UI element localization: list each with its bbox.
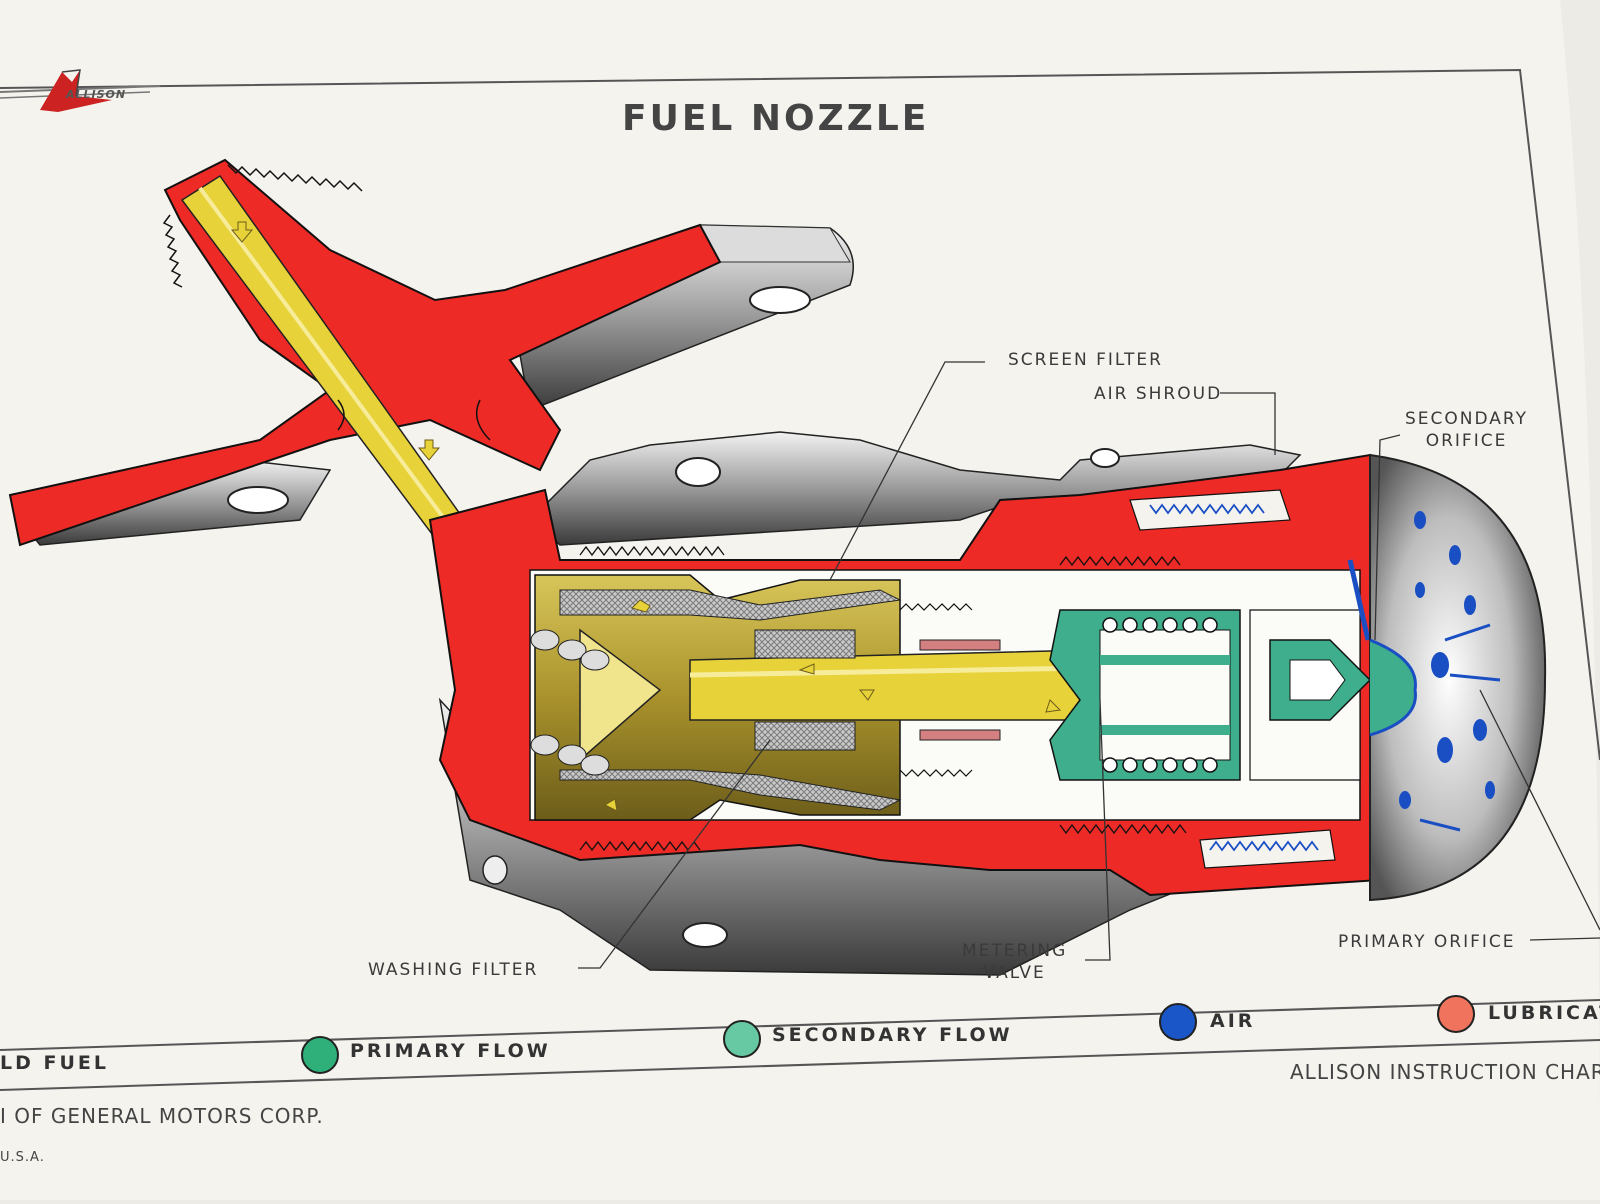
legend-swatches: [301, 995, 1475, 1074]
label-washing-filter: WASHING FILTER: [368, 960, 539, 980]
legend-bottom-line: [0, 1039, 1600, 1091]
label-metering-valve: METERING VALVE: [962, 941, 1068, 983]
legend-lubrication-swatch: [1437, 995, 1475, 1033]
metering-valve-assembly: [1049, 559, 1372, 781]
frame-top-line: [0, 68, 1600, 761]
legend-label-secondary-flow: SECONDARY FLOW: [772, 1024, 1013, 1046]
legend-air-swatch: [1159, 1003, 1197, 1041]
flange-bolt-hole-left: [227, 486, 289, 514]
valve-spring: [1102, 617, 1218, 773]
label-secondary-orifice: SECONDARY ORIFICE: [1405, 409, 1529, 451]
label-air-shroud: AIR SHROUD: [1094, 384, 1223, 404]
flange-bolt-hole: [749, 286, 811, 314]
brass-inner-body: [530, 574, 1101, 821]
legend-secondary-flow-swatch: [723, 1020, 761, 1058]
washing-filter-top: [754, 629, 856, 659]
page-title: FUEL NOZZLE: [622, 98, 930, 139]
legend-primary-flow-swatch: [301, 1036, 339, 1074]
nozzle-face-disc: [1369, 453, 1547, 902]
callout-leaders: [578, 361, 1600, 969]
screen-filter-mesh-top: [559, 589, 902, 621]
allison-logo-icon: [0, 69, 161, 112]
air-holes: [1399, 511, 1495, 809]
fuel-flow-arrows: [230, 221, 1062, 812]
label-screen-filter: SCREEN FILTER: [1008, 350, 1163, 370]
legend-label-air: AIR: [1210, 1010, 1256, 1032]
legend-label-fuel: LD FUEL: [0, 1052, 109, 1074]
shroud-bolt-hole: [675, 457, 721, 487]
legend-top-line: [0, 999, 1600, 1051]
label-primary-orifice: PRIMARY ORIFICE: [1338, 932, 1516, 952]
logo-text: ALLISON: [66, 88, 127, 101]
footer-corporation: I OF GENERAL MOTORS CORP.: [0, 1104, 324, 1128]
footer-chart-name: ALLISON INSTRUCTION CHART: [1290, 1060, 1600, 1084]
shell-bolt-hole: [682, 922, 728, 948]
footer-country: U.S.A.: [0, 1150, 45, 1165]
legend-label-primary-flow: PRIMARY FLOW: [350, 1040, 551, 1062]
metering-spindle: [689, 649, 1101, 721]
washing-filter-bottom: [754, 721, 856, 751]
legend-label-lubrication: LUBRICATI: [1488, 1002, 1600, 1024]
